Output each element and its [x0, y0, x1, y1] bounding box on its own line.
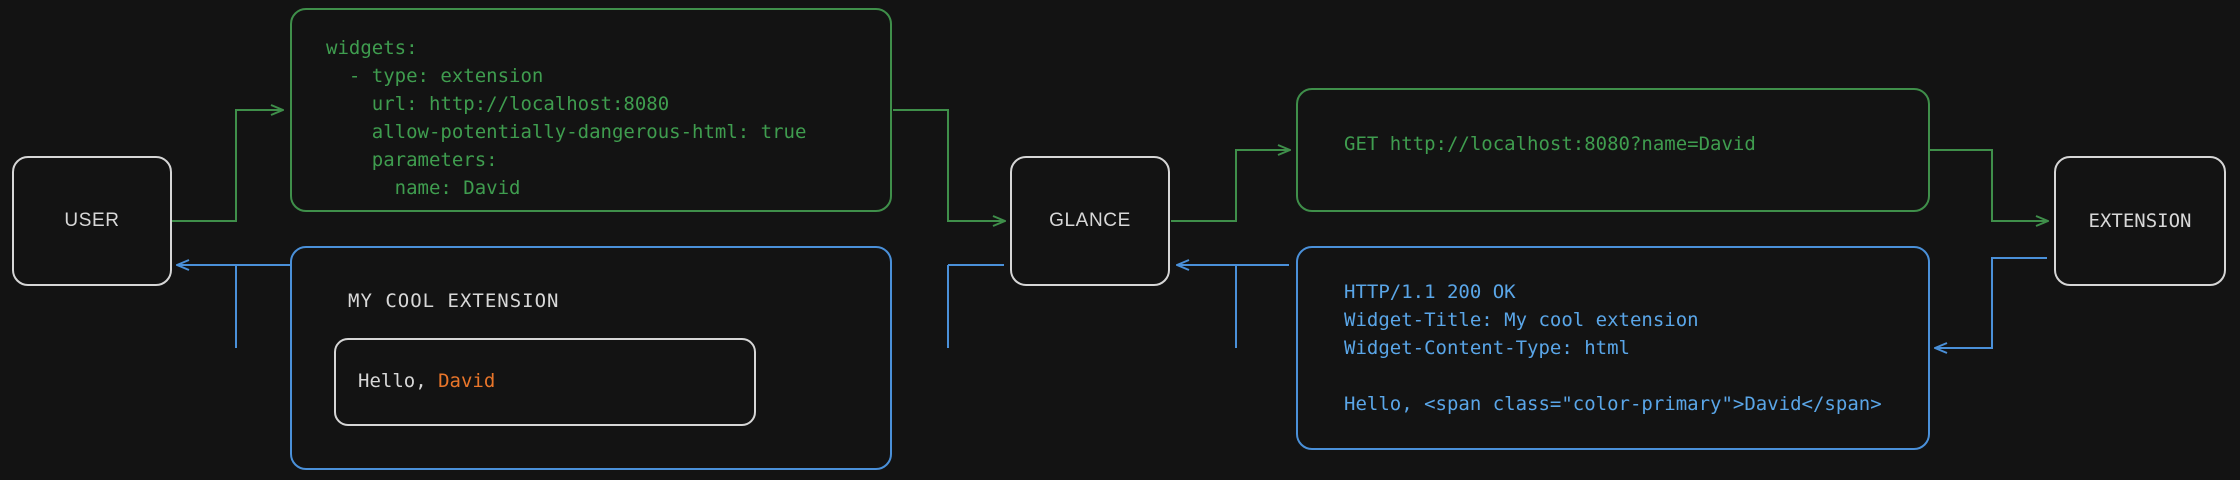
- wire-glance-to-widget: [947, 264, 1004, 348]
- wire-glance-to-request: [1171, 150, 1289, 222]
- card-http-request[interactable]: GET http://localhost:8080?name=David: [1296, 88, 1930, 212]
- card-http-response[interactable]: HTTP/1.1 200 OK Widget-Title: My cool ex…: [1296, 246, 1930, 450]
- wire-response-to-glance: [1178, 265, 1289, 348]
- widget-body-greeting: Hello,: [358, 370, 439, 392]
- rendered-widget-title: MY COOL EXTENSION: [348, 290, 560, 312]
- rendered-widget-body: Hello, David: [336, 340, 754, 392]
- wire-extension-to-response: [1936, 257, 2047, 348]
- node-glance[interactable]: GLANCE: [1010, 156, 1170, 286]
- http-response-code: HTTP/1.1 200 OK Widget-Title: My cool ex…: [1344, 281, 1882, 415]
- wire-user-to-config: [171, 110, 282, 222]
- node-glance-label: GLANCE: [1049, 210, 1131, 231]
- wire-config-to-glance: [893, 109, 1004, 221]
- rendered-widget-content-box: Hello, David: [334, 338, 756, 426]
- node-extension[interactable]: EXTENSION: [2054, 156, 2226, 286]
- node-user[interactable]: USER: [12, 156, 172, 286]
- widget-body-name: David: [438, 370, 496, 392]
- card-glance-config-yaml[interactable]: widgets: - type: extension url: http://l…: [290, 8, 892, 212]
- node-user-label: USER: [64, 210, 120, 231]
- http-request-code: GET http://localhost:8080?name=David: [1344, 133, 1756, 155]
- config-yaml-code: widgets: - type: extension url: http://l…: [326, 37, 807, 199]
- node-extension-label: EXTENSION: [2088, 210, 2192, 232]
- card-rendered-widget[interactable]: MY COOL EXTENSION Hello, David: [290, 246, 892, 470]
- wire-request-to-extension: [1930, 149, 2047, 221]
